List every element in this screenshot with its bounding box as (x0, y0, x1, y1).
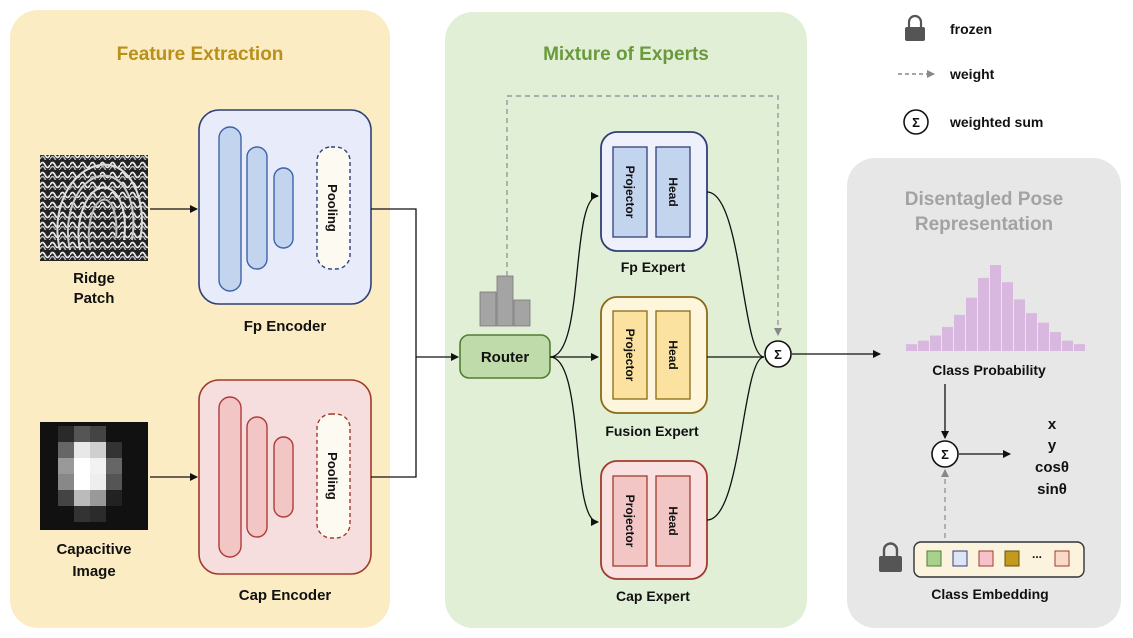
output-y: y (1048, 437, 1057, 454)
bar-chart-icon (479, 275, 531, 327)
fp-pooling-box (316, 146, 351, 270)
capacitive-label-line1: Capacitive (56, 541, 131, 558)
cap-encoder-layer-1 (218, 396, 242, 558)
fp-projector-label: Projector (623, 166, 637, 219)
histogram-bar (954, 314, 965, 351)
legend-sum-symbol: Σ (912, 115, 920, 130)
class-embedding-label: Class Embedding (931, 586, 1048, 602)
cap-expert: Projector Head (600, 460, 708, 580)
histogram-bar (966, 297, 977, 351)
cap-encoder-layer-3 (273, 436, 294, 518)
router-to-fp-expert-arrow (549, 192, 599, 358)
cap-head-label: Head (666, 506, 680, 535)
cap-projector-block (612, 475, 648, 567)
embedding-cell-pink (978, 550, 994, 567)
class-probability-label: Class Probability (932, 362, 1046, 378)
fp-expert-label: Fp Expert (621, 259, 686, 275)
embedding-cell-gold (1004, 550, 1020, 567)
histogram-bar (990, 265, 1001, 351)
cap-encoder-to-router-line (371, 357, 417, 478)
legend-sum-label: weighted sum (949, 114, 1043, 130)
ridge-label-line2: Patch (74, 290, 115, 307)
lock-icon (905, 14, 925, 41)
cap-projector-label: Projector (623, 495, 637, 548)
moe-title: Mixture of Experts (543, 44, 709, 65)
histogram-bar (1026, 313, 1037, 351)
legend-frozen-label: frozen (950, 21, 992, 37)
cap-expert-to-sum-line (706, 356, 765, 521)
fp-pooling-label: Pooling (325, 184, 340, 232)
capacitive-image (40, 422, 148, 530)
weight-dashed-arrow (506, 95, 782, 336)
cap-encoder: Pooling (198, 379, 372, 575)
ridge-patch-image (40, 155, 148, 261)
histogram-bar (1002, 282, 1013, 351)
fp-encoder-label: Fp Encoder (244, 318, 327, 335)
pose-title-line2: Representation (915, 214, 1053, 235)
cap-pooling-label: Pooling (325, 452, 340, 500)
histogram-bar (978, 277, 989, 351)
router-label: Router (481, 349, 529, 366)
histogram-bar (1038, 322, 1049, 351)
pose-title-line1: Disentagled Pose (905, 189, 1063, 210)
embedding-ellipsis: ... (1032, 547, 1042, 561)
pose-representation-panel (847, 158, 1121, 628)
histogram-bar (918, 340, 929, 351)
fp-encoder-layer-1 (218, 126, 242, 292)
histogram-bar (1062, 340, 1073, 351)
embedding-cell-peach (1054, 550, 1070, 567)
embedding-cell-green (926, 550, 942, 567)
moe-sum-symbol: Σ (774, 347, 782, 362)
cap-pooling-box (316, 413, 351, 539)
output-sin: sinθ (1037, 481, 1067, 498)
cap-encoder-layer-2 (246, 416, 268, 538)
class-probability-histogram (906, 265, 1085, 351)
fusion-expert: Projector Head (600, 296, 708, 414)
fp-expert: Projector Head (600, 131, 708, 252)
histogram-bar (906, 344, 917, 351)
pose-sum-symbol: Σ (941, 447, 949, 462)
fusion-head-label: Head (666, 340, 680, 369)
fp-head-label: Head (666, 177, 680, 206)
moe-sum-node (764, 340, 792, 368)
legend: frozen weight Σ weighted sum (898, 14, 1043, 135)
ridge-label-line1: Ridge (73, 270, 115, 287)
cap-encoder-label: Cap Encoder (239, 587, 332, 604)
histogram-bar (942, 326, 953, 351)
fp-head-block (655, 146, 691, 238)
fp-projector-block (612, 146, 648, 238)
pose-sum-node (931, 440, 959, 468)
histogram-bar (930, 335, 941, 351)
fp-encoder-layer-2 (246, 146, 268, 270)
fusion-head-block (655, 310, 691, 400)
fp-encoder-to-router-line (371, 208, 417, 357)
embedding-cell-blue (952, 550, 968, 567)
fusion-projector-block (612, 310, 648, 400)
fusion-expert-label: Fusion Expert (605, 423, 699, 439)
histogram-bar (1014, 299, 1025, 351)
router-to-cap-expert-arrow (549, 356, 599, 526)
fusion-projector-label: Projector (623, 329, 637, 382)
output-cos: cosθ (1035, 459, 1069, 476)
output-x: x (1048, 416, 1057, 433)
cap-expert-label: Cap Expert (616, 588, 690, 604)
embedding-lock-icon (879, 542, 902, 572)
fp-encoder: Pooling (198, 109, 372, 305)
fp-expert-to-sum-line (706, 191, 765, 358)
sum-icon (903, 109, 929, 135)
histogram-bar (1050, 332, 1061, 351)
fp-encoder-layer-3 (273, 167, 294, 249)
cap-head-block (655, 475, 691, 567)
capacitive-label-line2: Image (72, 563, 115, 580)
legend-weight-label: weight (949, 66, 995, 82)
histogram-bar (1074, 344, 1085, 351)
feature-extraction-title: Feature Extraction (117, 44, 284, 65)
